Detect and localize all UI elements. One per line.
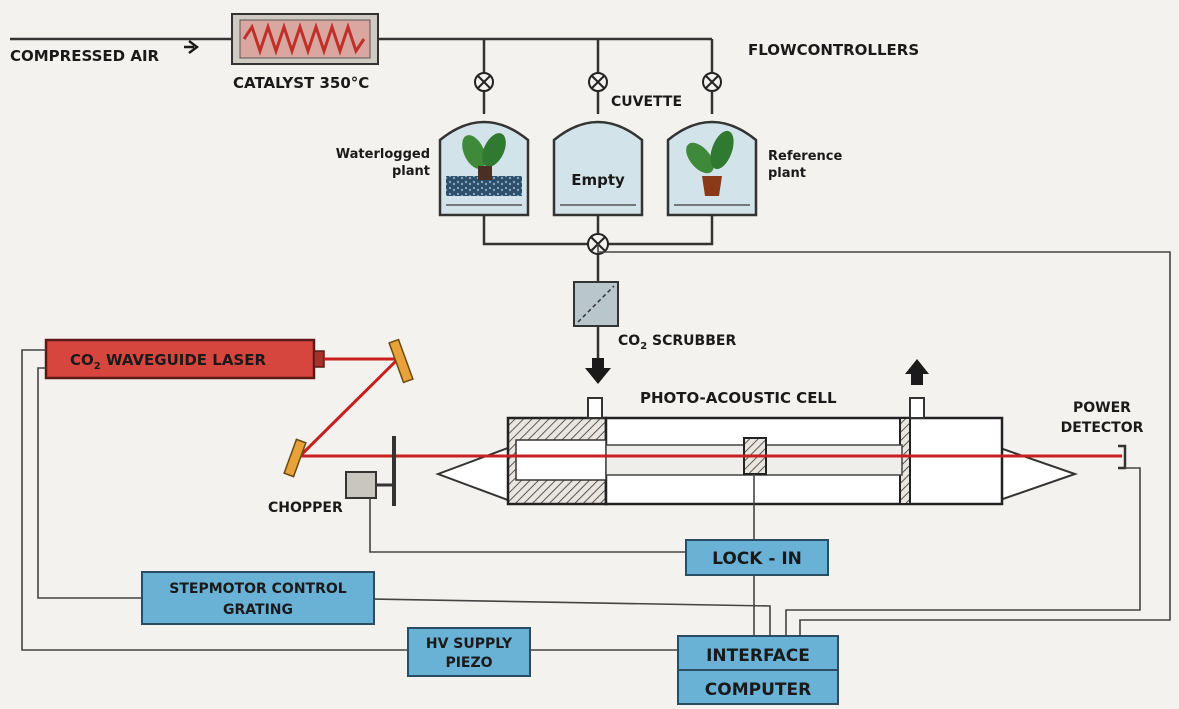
compressed-air-line: COMPRESSED AIR	[10, 37, 712, 65]
computer-label: COMPUTER	[705, 680, 811, 700]
flow-controller-valve-2	[588, 72, 608, 92]
laser-label-b: WAVEGUIDE LASER	[101, 351, 267, 369]
grating-mirror	[283, 438, 307, 478]
photo-acoustic-cell	[435, 397, 1079, 506]
co2-scrubber-label-b: SCRUBBER	[647, 333, 736, 349]
power-detector	[1118, 444, 1127, 470]
cuvette-label: CUVETTE	[611, 94, 682, 110]
mirror-top	[388, 338, 414, 384]
compressed-air-label: COMPRESSED AIR	[10, 47, 160, 65]
co2-scrubber	[573, 281, 619, 327]
hv-supply-box: HV SUPPLY PIEZO	[407, 627, 531, 677]
heating-coil-icon	[242, 22, 366, 56]
gas-inlet-arrow-icon	[585, 358, 611, 384]
lock-in-amplifier: LOCK - IN	[685, 539, 829, 576]
water-layer	[446, 176, 522, 196]
flow-controller-valve-3	[702, 72, 722, 92]
gas-outlet-arrow-icon	[905, 359, 929, 385]
svg-text:CO2 SCRUBBER: CO2 SCRUBBER	[618, 333, 736, 352]
catalyst-label: CATALYST 350	[233, 74, 351, 92]
stepmotor-control-box: STEPMOTOR CONTROL GRATING	[141, 571, 375, 625]
plant-icon	[686, 130, 734, 196]
lock-in-label: LOCK - IN	[712, 549, 802, 569]
reference-label-line2: plant	[768, 166, 806, 181]
arrow-right-icon	[184, 40, 199, 54]
laser-label-a: CO	[70, 351, 94, 369]
svg-text:CATALYST 350°C: CATALYST 350°C	[233, 74, 369, 92]
interface-label: INTERFACE	[706, 646, 810, 666]
stepmotor-label-line1: STEPMOTOR CONTROL	[169, 581, 347, 597]
waterlogged-label-line1: Waterlogged	[336, 147, 430, 162]
flow-controller-valve-1	[474, 72, 494, 92]
photo-acoustic-cell-label: PHOTO-ACOUSTIC CELL	[640, 389, 837, 407]
power-detector-label-line1: POWER	[1073, 400, 1131, 416]
co2-scrubber-label-sub: 2	[640, 341, 647, 352]
catalyst-unit: °C	[351, 74, 370, 92]
hv-supply-label-line1: HV SUPPLY	[426, 636, 513, 652]
cuvette-waterlogged	[438, 120, 530, 217]
chopper	[345, 436, 396, 506]
co2-scrubber-label-a: CO	[618, 333, 640, 349]
waterlogged-label-line2: plant	[392, 164, 430, 179]
reference-label-line1: Reference	[768, 149, 842, 164]
power-detector-label-line2: DETECTOR	[1061, 420, 1144, 436]
cuvette-empty: Empty	[552, 120, 644, 217]
svg-text:CO2 WAVEGUIDE LASER: CO2 WAVEGUIDE LASER	[70, 351, 266, 372]
cuvette-feed-pipes	[482, 39, 714, 114]
flowcontrollers-label: FLOWCONTROLLERS	[748, 41, 919, 59]
plant-icon	[462, 133, 506, 180]
empty-label: Empty	[571, 171, 625, 189]
catalyst-heater: CATALYST 350°C	[231, 13, 379, 92]
cuvette-reference	[666, 120, 758, 217]
stepmotor-label-line2: GRATING	[223, 602, 293, 618]
chopper-label: CHOPPER	[268, 500, 343, 516]
co2-waveguide-laser: CO2 WAVEGUIDE LASER	[44, 338, 325, 380]
interface-computer-box: INTERFACE COMPUTER	[677, 635, 839, 705]
laser-label-sub: 2	[94, 361, 101, 372]
hv-supply-label-line2: PIEZO	[445, 655, 492, 671]
